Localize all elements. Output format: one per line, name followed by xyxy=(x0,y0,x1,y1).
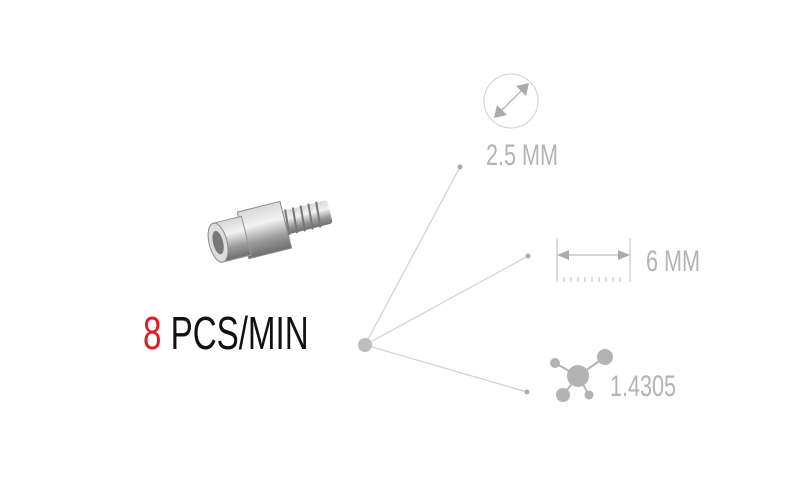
hub-dot xyxy=(358,338,372,352)
rate-number: 8 xyxy=(143,307,162,359)
endpoint-dot xyxy=(524,389,530,395)
diameter-icon xyxy=(483,73,539,129)
length-ruler-icon xyxy=(556,238,631,282)
production-rate: 8 PCS/MIN xyxy=(143,310,309,356)
endpoint-dot xyxy=(457,164,463,170)
rate-unit: PCS/MIN xyxy=(170,307,309,359)
molecule-icon xyxy=(550,349,613,402)
standoff-screw-image xyxy=(207,200,333,263)
material-label: 1.4305 xyxy=(610,370,677,403)
length-label: 6 MM xyxy=(646,245,700,278)
endpoint-dot xyxy=(525,253,531,259)
diameter-label: 2.5 MM xyxy=(486,139,559,172)
connector-lines xyxy=(364,166,529,393)
